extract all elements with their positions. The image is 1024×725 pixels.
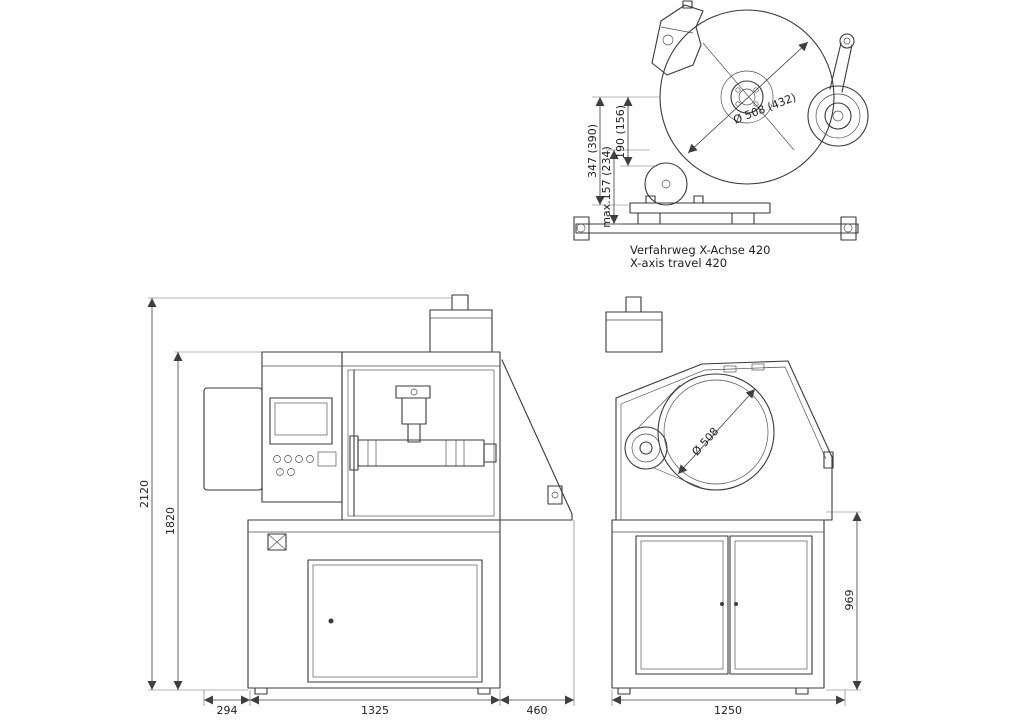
panel-button — [295, 455, 303, 463]
spindle-arbor — [357, 439, 485, 467]
base-cabinet-side — [611, 519, 825, 689]
control-panel-housing — [261, 351, 343, 503]
wheel-guard — [651, 4, 704, 76]
door-handle — [720, 602, 724, 606]
guard-bolt — [682, 0, 693, 9]
lever-handle — [839, 33, 855, 49]
rear-pedestal — [203, 387, 263, 491]
cutting-wheel — [659, 9, 835, 185]
wheel-arbor — [738, 88, 756, 106]
hood-handle — [823, 451, 834, 469]
hood-hinge — [723, 365, 737, 373]
dim-total-height: 2120 — [138, 480, 151, 508]
hood-bracket — [547, 485, 563, 505]
dim-center-height: 347 (390) — [586, 124, 599, 178]
belt-pulley — [624, 426, 668, 470]
x-axis-rail — [575, 223, 859, 234]
motor-pulley — [807, 85, 869, 147]
side-view: Ø 508 969 1250 — [605, 296, 862, 717]
exhaust-box-side — [605, 311, 663, 353]
detail-view: Ø 508 (432) — [573, 0, 869, 270]
saw-head-body — [401, 397, 427, 425]
cabinet-door-left — [635, 535, 729, 675]
cabinet-door-right — [729, 535, 813, 675]
caption-x-travel-en: X-axis travel 420 — [630, 256, 727, 270]
exhaust-pipe — [451, 294, 469, 311]
panel-button — [273, 455, 281, 463]
dim-right-offset: 460 — [527, 704, 548, 717]
rail-end-left — [573, 216, 590, 241]
panel-button — [287, 468, 295, 476]
exhaust-box — [429, 309, 493, 353]
hood-hinge — [751, 363, 765, 371]
base-plate — [629, 202, 771, 214]
panel-button — [284, 455, 292, 463]
wheel-diameter-line — [687, 41, 809, 154]
machine-hood-side — [615, 360, 833, 521]
panel-button — [276, 468, 284, 476]
dim-depth: 1250 — [714, 704, 742, 717]
caption-x-travel-de: Verfahrweg X-Achse 420 — [630, 243, 770, 257]
dim-max-cut: max.157 (234) — [600, 146, 613, 228]
base-cabinet — [247, 519, 501, 689]
material-roller — [644, 162, 688, 206]
machine-foot — [477, 687, 491, 695]
dim-width: 1325 — [361, 704, 389, 717]
saw-head-bracket — [395, 385, 431, 399]
dim-wheel-diameter-detail: Ø 508 (432) — [731, 91, 797, 127]
hood-slant — [501, 359, 573, 515]
exhaust-pipe-side — [625, 296, 642, 313]
machine-frame — [341, 351, 501, 521]
dim-flange: 190 (156) — [614, 105, 627, 159]
dim-left-offset: 294 — [217, 704, 238, 717]
cutting-wheel-side — [657, 373, 775, 491]
dim-cabinet-height: 969 — [843, 590, 856, 611]
door-handle — [734, 602, 738, 606]
display-screen — [269, 397, 333, 445]
rail-end-right — [840, 216, 857, 241]
door-handle — [328, 618, 334, 624]
dim-wheel-diameter-side: Ø 508 — [689, 425, 721, 458]
cabinet-door — [307, 559, 483, 683]
front-view: 2120 1820 294 1325 460 — [138, 294, 575, 717]
panel-button — [306, 455, 314, 463]
machine-foot — [617, 687, 631, 695]
machine-foot — [254, 687, 268, 695]
vent-grille — [267, 533, 287, 551]
machine-foot — [795, 687, 809, 695]
panel-switch — [317, 451, 337, 467]
dim-body-height: 1820 — [164, 507, 177, 535]
